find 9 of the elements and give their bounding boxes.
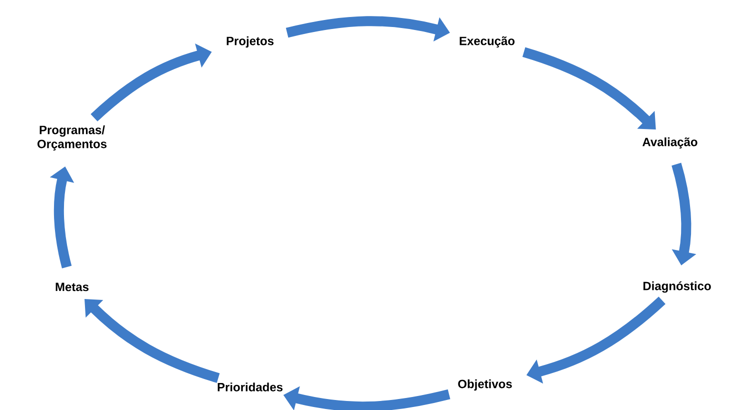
curved-arrow — [84, 299, 220, 383]
stage-label: Metas — [56, 282, 89, 292]
stage-label: Diagnóstico — [643, 281, 711, 293]
stage-label: Programas/ Orçamentos — [37, 125, 107, 151]
stage-label: Projetos — [226, 36, 274, 48]
stage-label: Avaliação — [642, 137, 698, 149]
stage-label: Execução — [460, 36, 515, 48]
stage-label: Objetivos — [458, 379, 512, 391]
stage-label: Prioridades — [218, 382, 283, 392]
